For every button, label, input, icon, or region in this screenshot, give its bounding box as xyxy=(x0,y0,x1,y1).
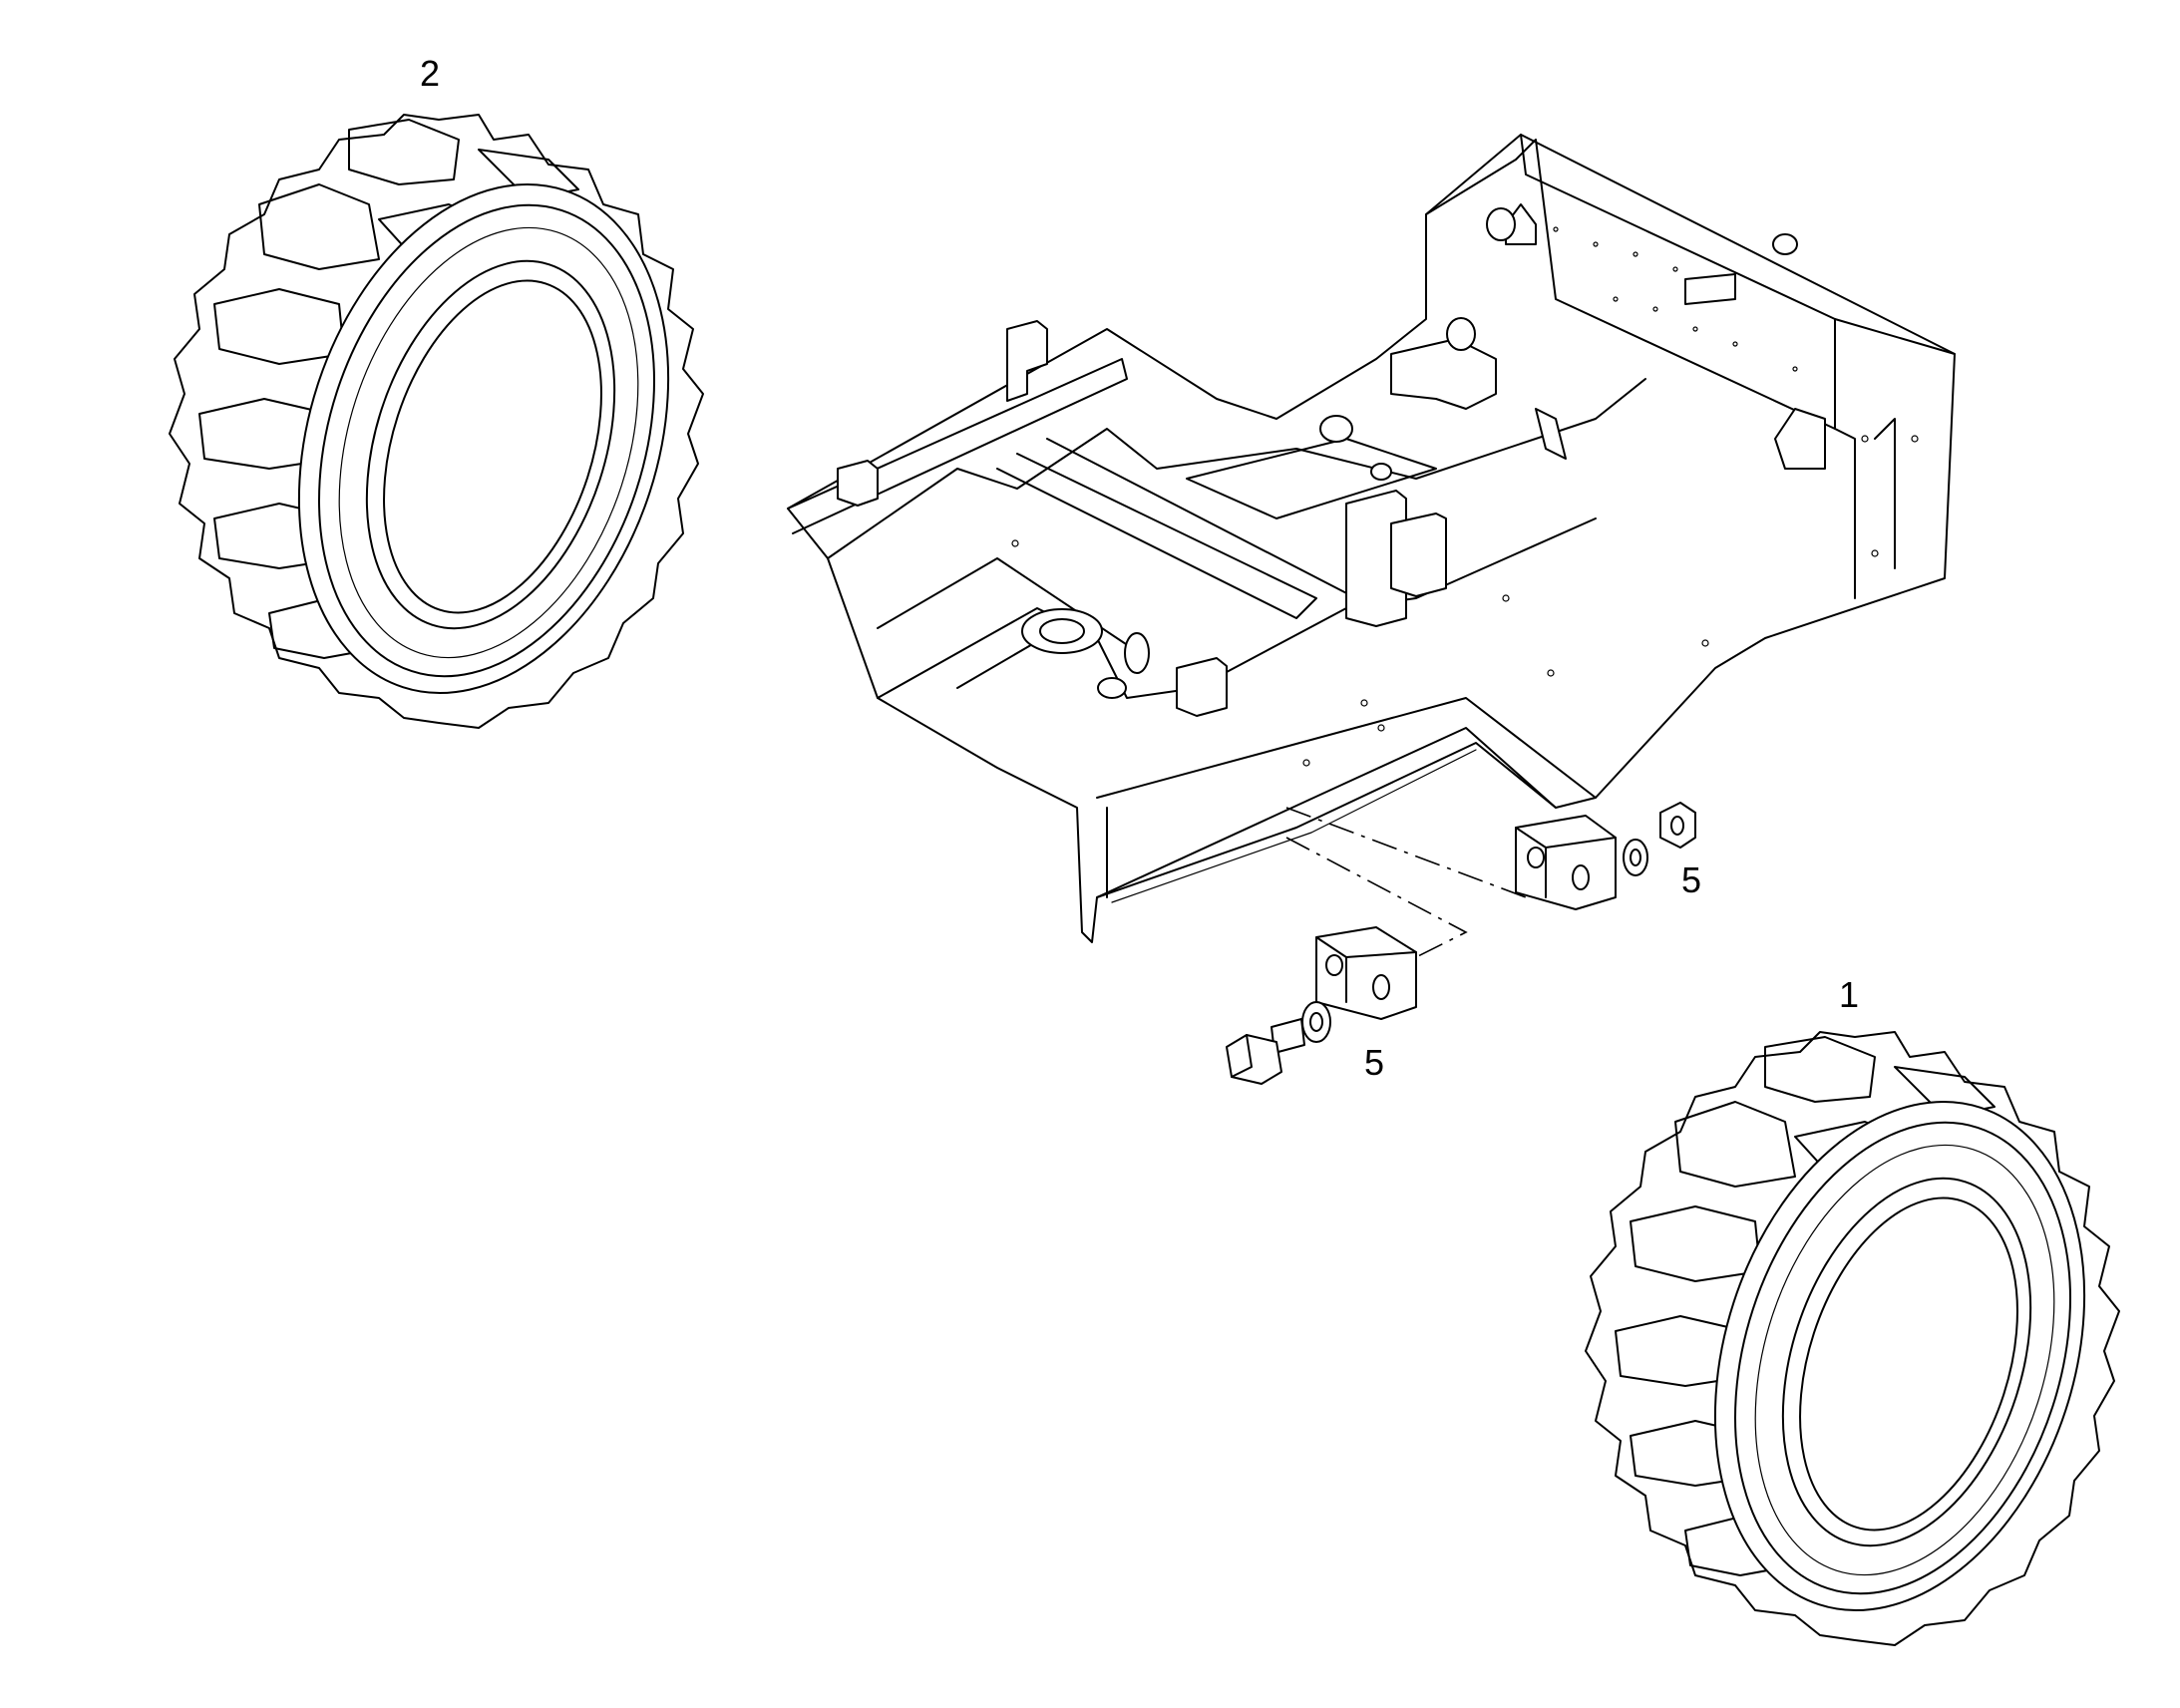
tire-right-drawing xyxy=(1585,1031,2148,1660)
callout-spacer-lower: 5 xyxy=(1364,1042,1385,1083)
chassis-frame-drawing xyxy=(787,134,1956,943)
callout-spacer-upper: 5 xyxy=(1681,859,1702,900)
spacer-block-lower-drawing xyxy=(1226,926,1417,1085)
tire-left-drawing xyxy=(169,114,732,743)
callout-tire-right: 1 xyxy=(1839,974,1860,1015)
spacer-block-upper-drawing xyxy=(1515,802,1696,910)
callout-tire-left: 2 xyxy=(420,53,441,94)
